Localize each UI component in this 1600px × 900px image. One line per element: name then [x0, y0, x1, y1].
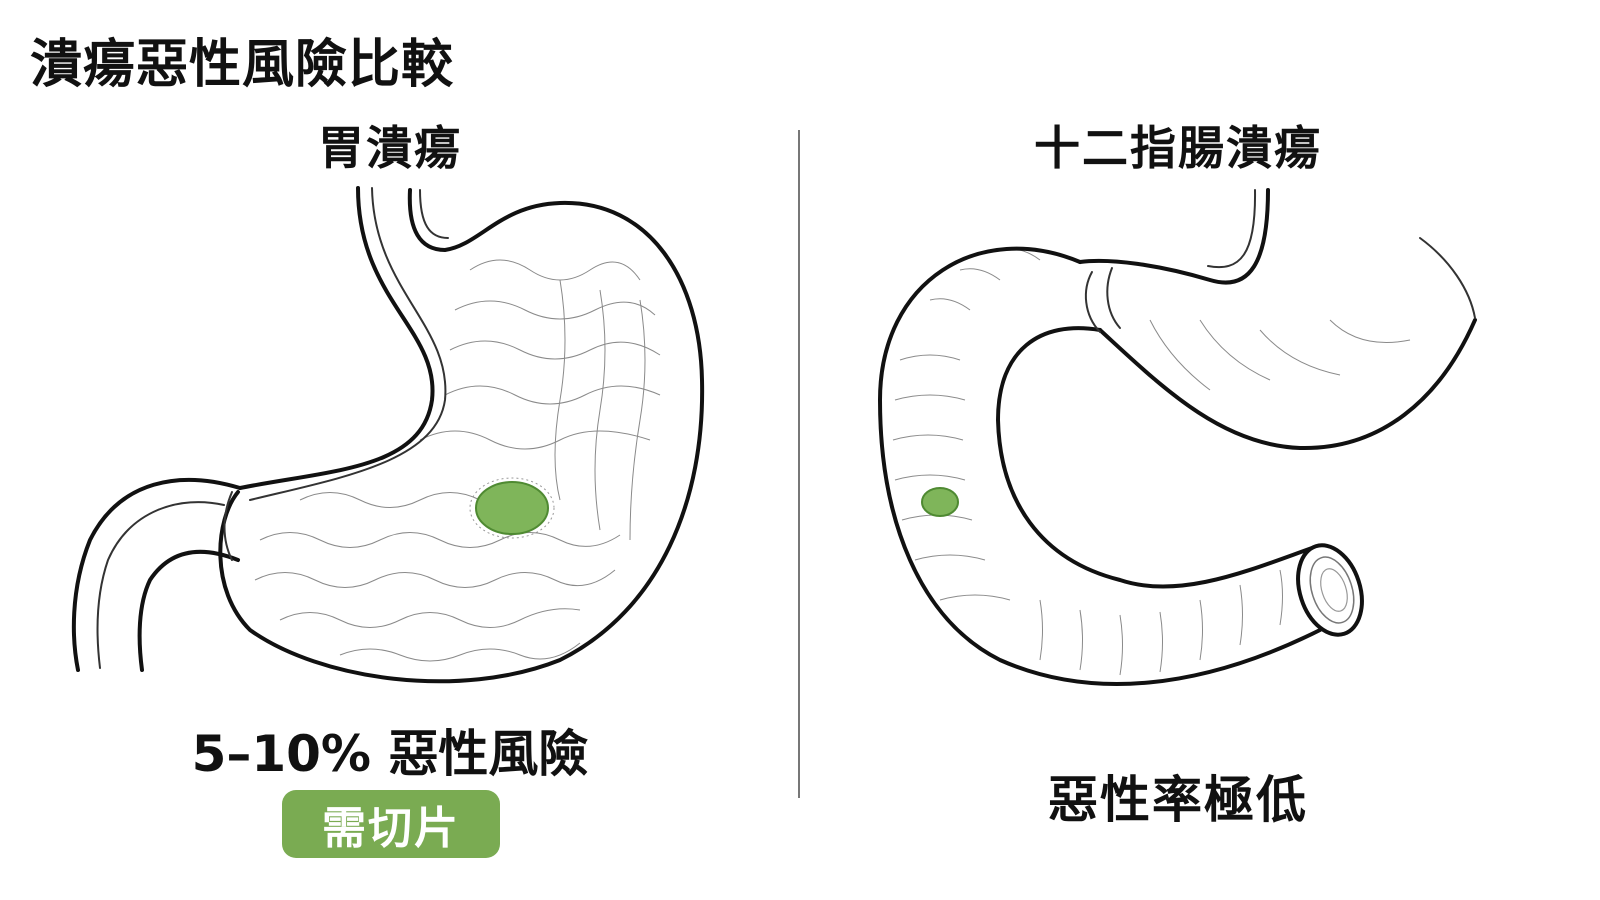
- duodenum-illustration: [878, 188, 1477, 686]
- biopsy-required-badge: 需切片: [282, 790, 500, 858]
- duodenum-folds: [892, 248, 1411, 676]
- duodenal-ulcer-heading: 十二指腸潰瘍: [1034, 121, 1322, 175]
- duodenum-body: [880, 190, 1475, 684]
- stomach-malignancy-risk: 5–10% 惡性風險: [191, 725, 589, 783]
- duodenum-lumen-opening: [1296, 543, 1364, 637]
- stomach-ulcer-spot: [469, 477, 555, 539]
- duodenal-ulcer-spot: [921, 487, 959, 517]
- stomach-illustration: [71, 186, 710, 684]
- duodenal-malignancy-risk: 惡性率極低: [1048, 771, 1308, 829]
- stomach-body: [228, 190, 710, 682]
- stomach-rugae: [254, 259, 661, 662]
- panel-divider: [798, 130, 800, 798]
- stomach-ulcer-heading: 胃潰瘍: [318, 121, 462, 175]
- page-title: 潰瘍惡性風險比較: [30, 35, 455, 95]
